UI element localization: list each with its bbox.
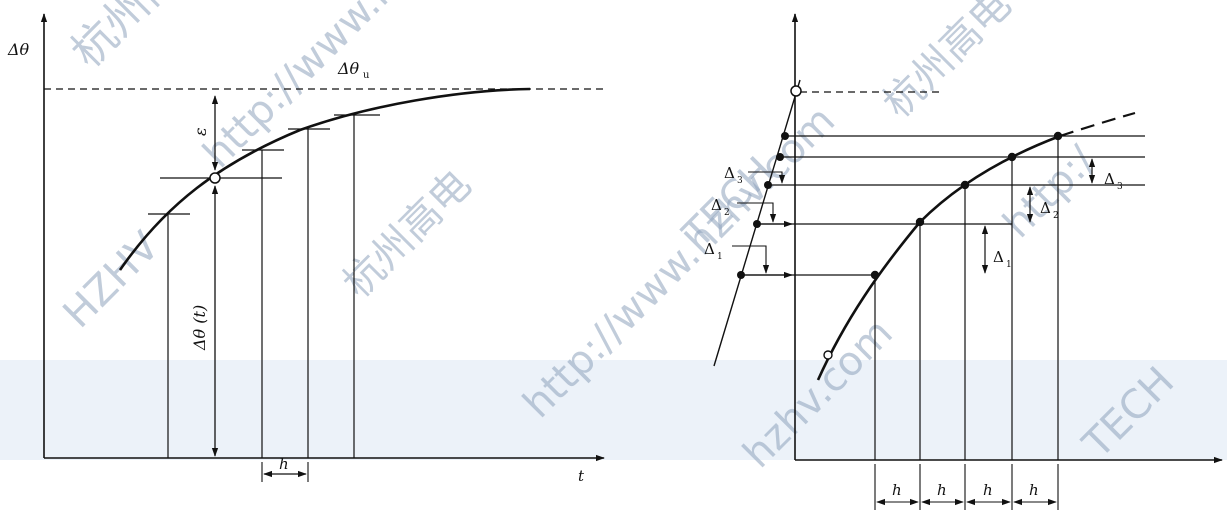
reference-point [209, 172, 221, 184]
watermark: 杭州高电 [875, 0, 1021, 127]
h-label: h [892, 481, 902, 499]
watermark: 杭州高电 [335, 161, 481, 307]
background-band [0, 360, 1227, 460]
left-labels: Δθ t Δθ u ε Δθ (t) h [7, 40, 585, 485]
slope-point [776, 153, 784, 161]
delta-1-leader [732, 245, 770, 274]
delta-1-left-label: Δ [704, 240, 715, 258]
curve-point [1007, 152, 1017, 162]
start-open-point [823, 350, 833, 360]
delta-2-left-label: Δ [711, 196, 722, 214]
curve-point [1053, 131, 1063, 141]
svg-text:2: 2 [1053, 211, 1059, 221]
epsilon-label: ε [191, 127, 210, 136]
delta-2-right-label: Δ [1040, 199, 1051, 217]
delta-3-leader [748, 171, 786, 184]
h-label: h [279, 455, 289, 473]
svg-text:3: 3 [1117, 182, 1123, 192]
slope-point [753, 220, 761, 228]
delta-theta-t-label: Δθ (t) [190, 305, 209, 351]
h-label: h [983, 481, 993, 499]
delta-2-leader [737, 202, 777, 223]
top-open-point [790, 85, 802, 97]
response-curve [118, 87, 531, 271]
h-label: h [937, 481, 947, 499]
asymptote-subscript: u [363, 70, 370, 81]
svg-text:1: 1 [1006, 260, 1012, 270]
svg-text:3: 3 [737, 176, 743, 186]
watermark: 杭州高电 [62, 0, 223, 78]
curve-point [915, 217, 925, 227]
svg-text:1: 1 [717, 252, 723, 262]
left-diagram [40, 13, 605, 482]
x-axis-label: t [578, 467, 585, 485]
right-labels: Δ 1 Δ 2 Δ 3 Δ 1 Δ 2 Δ 3 h h h h [704, 164, 1123, 499]
slope-point [781, 132, 789, 140]
asymptote-label: Δθ [337, 59, 360, 78]
h-label: h [1029, 481, 1039, 499]
right-points [737, 85, 1063, 360]
delta-3-right-label: Δ [1104, 170, 1115, 188]
curve-point [960, 180, 970, 190]
delta-1-right-label: Δ [993, 248, 1004, 266]
slope-point [737, 271, 745, 279]
slope-point [764, 181, 772, 189]
y-axis-label: Δθ [7, 40, 30, 59]
watermark: HZHV [55, 223, 169, 337]
curve-point [870, 270, 880, 280]
curve-extension [1059, 111, 1136, 138]
svg-text:2: 2 [724, 208, 730, 218]
delta-3-left-label: Δ [724, 164, 735, 182]
